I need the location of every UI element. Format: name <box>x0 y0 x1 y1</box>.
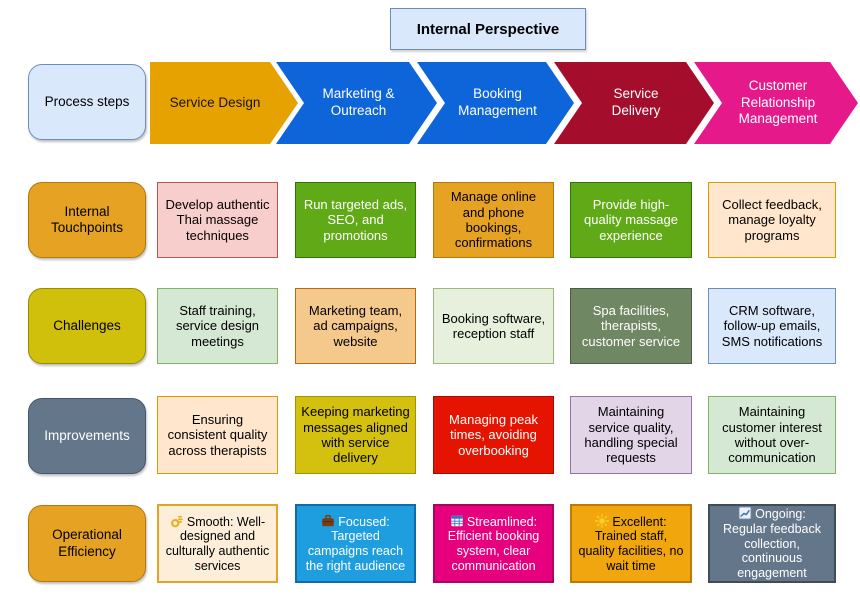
diagram-title: Internal Perspective <box>390 8 586 50</box>
cell-touchpoint-booking: Manage online and phone bookings, confir… <box>433 182 554 258</box>
cell-challenge-booking: Booking software, reception staff <box>433 288 554 364</box>
cell-improvement-booking: Managing peak times, avoiding overbookin… <box>433 396 554 474</box>
cell-text: Ongoing: Regular feedback collection, co… <box>723 507 821 581</box>
cell-text: Smooth: Well-designed and culturally aut… <box>165 514 270 573</box>
row-label-operational-efficiency: Operational Efficiency <box>28 505 146 582</box>
cell-improvement-crm: Maintaining customer interest without ov… <box>708 396 836 474</box>
sun-icon <box>595 513 610 528</box>
chart-increasing-icon <box>738 506 752 520</box>
cell-efficiency-marketing: Focused: Targeted campaigns reach the ri… <box>295 504 416 583</box>
row-label-process-steps: Process steps <box>28 64 146 140</box>
cell-text: Focused: Targeted campaigns reach the ri… <box>305 514 406 573</box>
cell-challenge-service-design: Staff training, service design meetings <box>157 288 278 364</box>
chevron-customer-relationship-management: Customer Relationship Management <box>694 62 858 144</box>
cell-challenge-marketing: Marketing team, ad campaigns, website <box>295 288 416 364</box>
cell-challenge-delivery: Spa facilities, therapists, customer ser… <box>570 288 692 364</box>
row-label-internal-touchpoints: Internal Touchpoints <box>28 182 146 258</box>
cell-efficiency-booking: Streamlined: Efficient booking system, c… <box>433 504 554 583</box>
row-label-challenges: Challenges <box>28 288 146 364</box>
cell-text: Streamlined: Efficient booking system, c… <box>447 514 540 573</box>
chevron-booking-management: Booking Management <box>417 62 574 144</box>
cell-improvement-delivery: Maintaining service quality, handling sp… <box>570 396 692 474</box>
briefcase-icon <box>321 514 335 528</box>
cell-improvement-service-design: Ensuring consistent quality across thera… <box>157 396 278 474</box>
cell-touchpoint-service-design: Develop authentic Thai massage technique… <box>157 182 278 258</box>
cell-challenge-crm: CRM software, follow-up emails, SMS noti… <box>708 288 836 364</box>
cell-touchpoint-crm: Collect feedback, manage loyalty program… <box>708 182 836 258</box>
chevron-service-delivery: Service Delivery <box>554 62 714 144</box>
cell-touchpoint-marketing: Run targeted ads, SEO, and promotions <box>295 182 416 258</box>
cell-touchpoint-delivery: Provide high-quality massage experience <box>570 182 692 258</box>
chevron-service-design: Service Design <box>150 62 298 144</box>
cell-improvement-marketing: Keeping marketing messages aligned with … <box>295 396 416 474</box>
row-label-improvements: Improvements <box>28 398 146 474</box>
calendar-icon <box>450 514 464 528</box>
chevron-marketing-outreach: Marketing & Outreach <box>276 62 437 144</box>
cell-text: Excellent: Trained staff, quality facili… <box>578 514 684 573</box>
cell-efficiency-service-design: Smooth: Well-designed and culturally aut… <box>157 504 278 583</box>
ok-hand-icon <box>170 514 184 528</box>
cell-efficiency-crm: Ongoing: Regular feedback collection, co… <box>708 504 836 583</box>
cell-efficiency-delivery: Excellent: Trained staff, quality facili… <box>570 504 692 583</box>
